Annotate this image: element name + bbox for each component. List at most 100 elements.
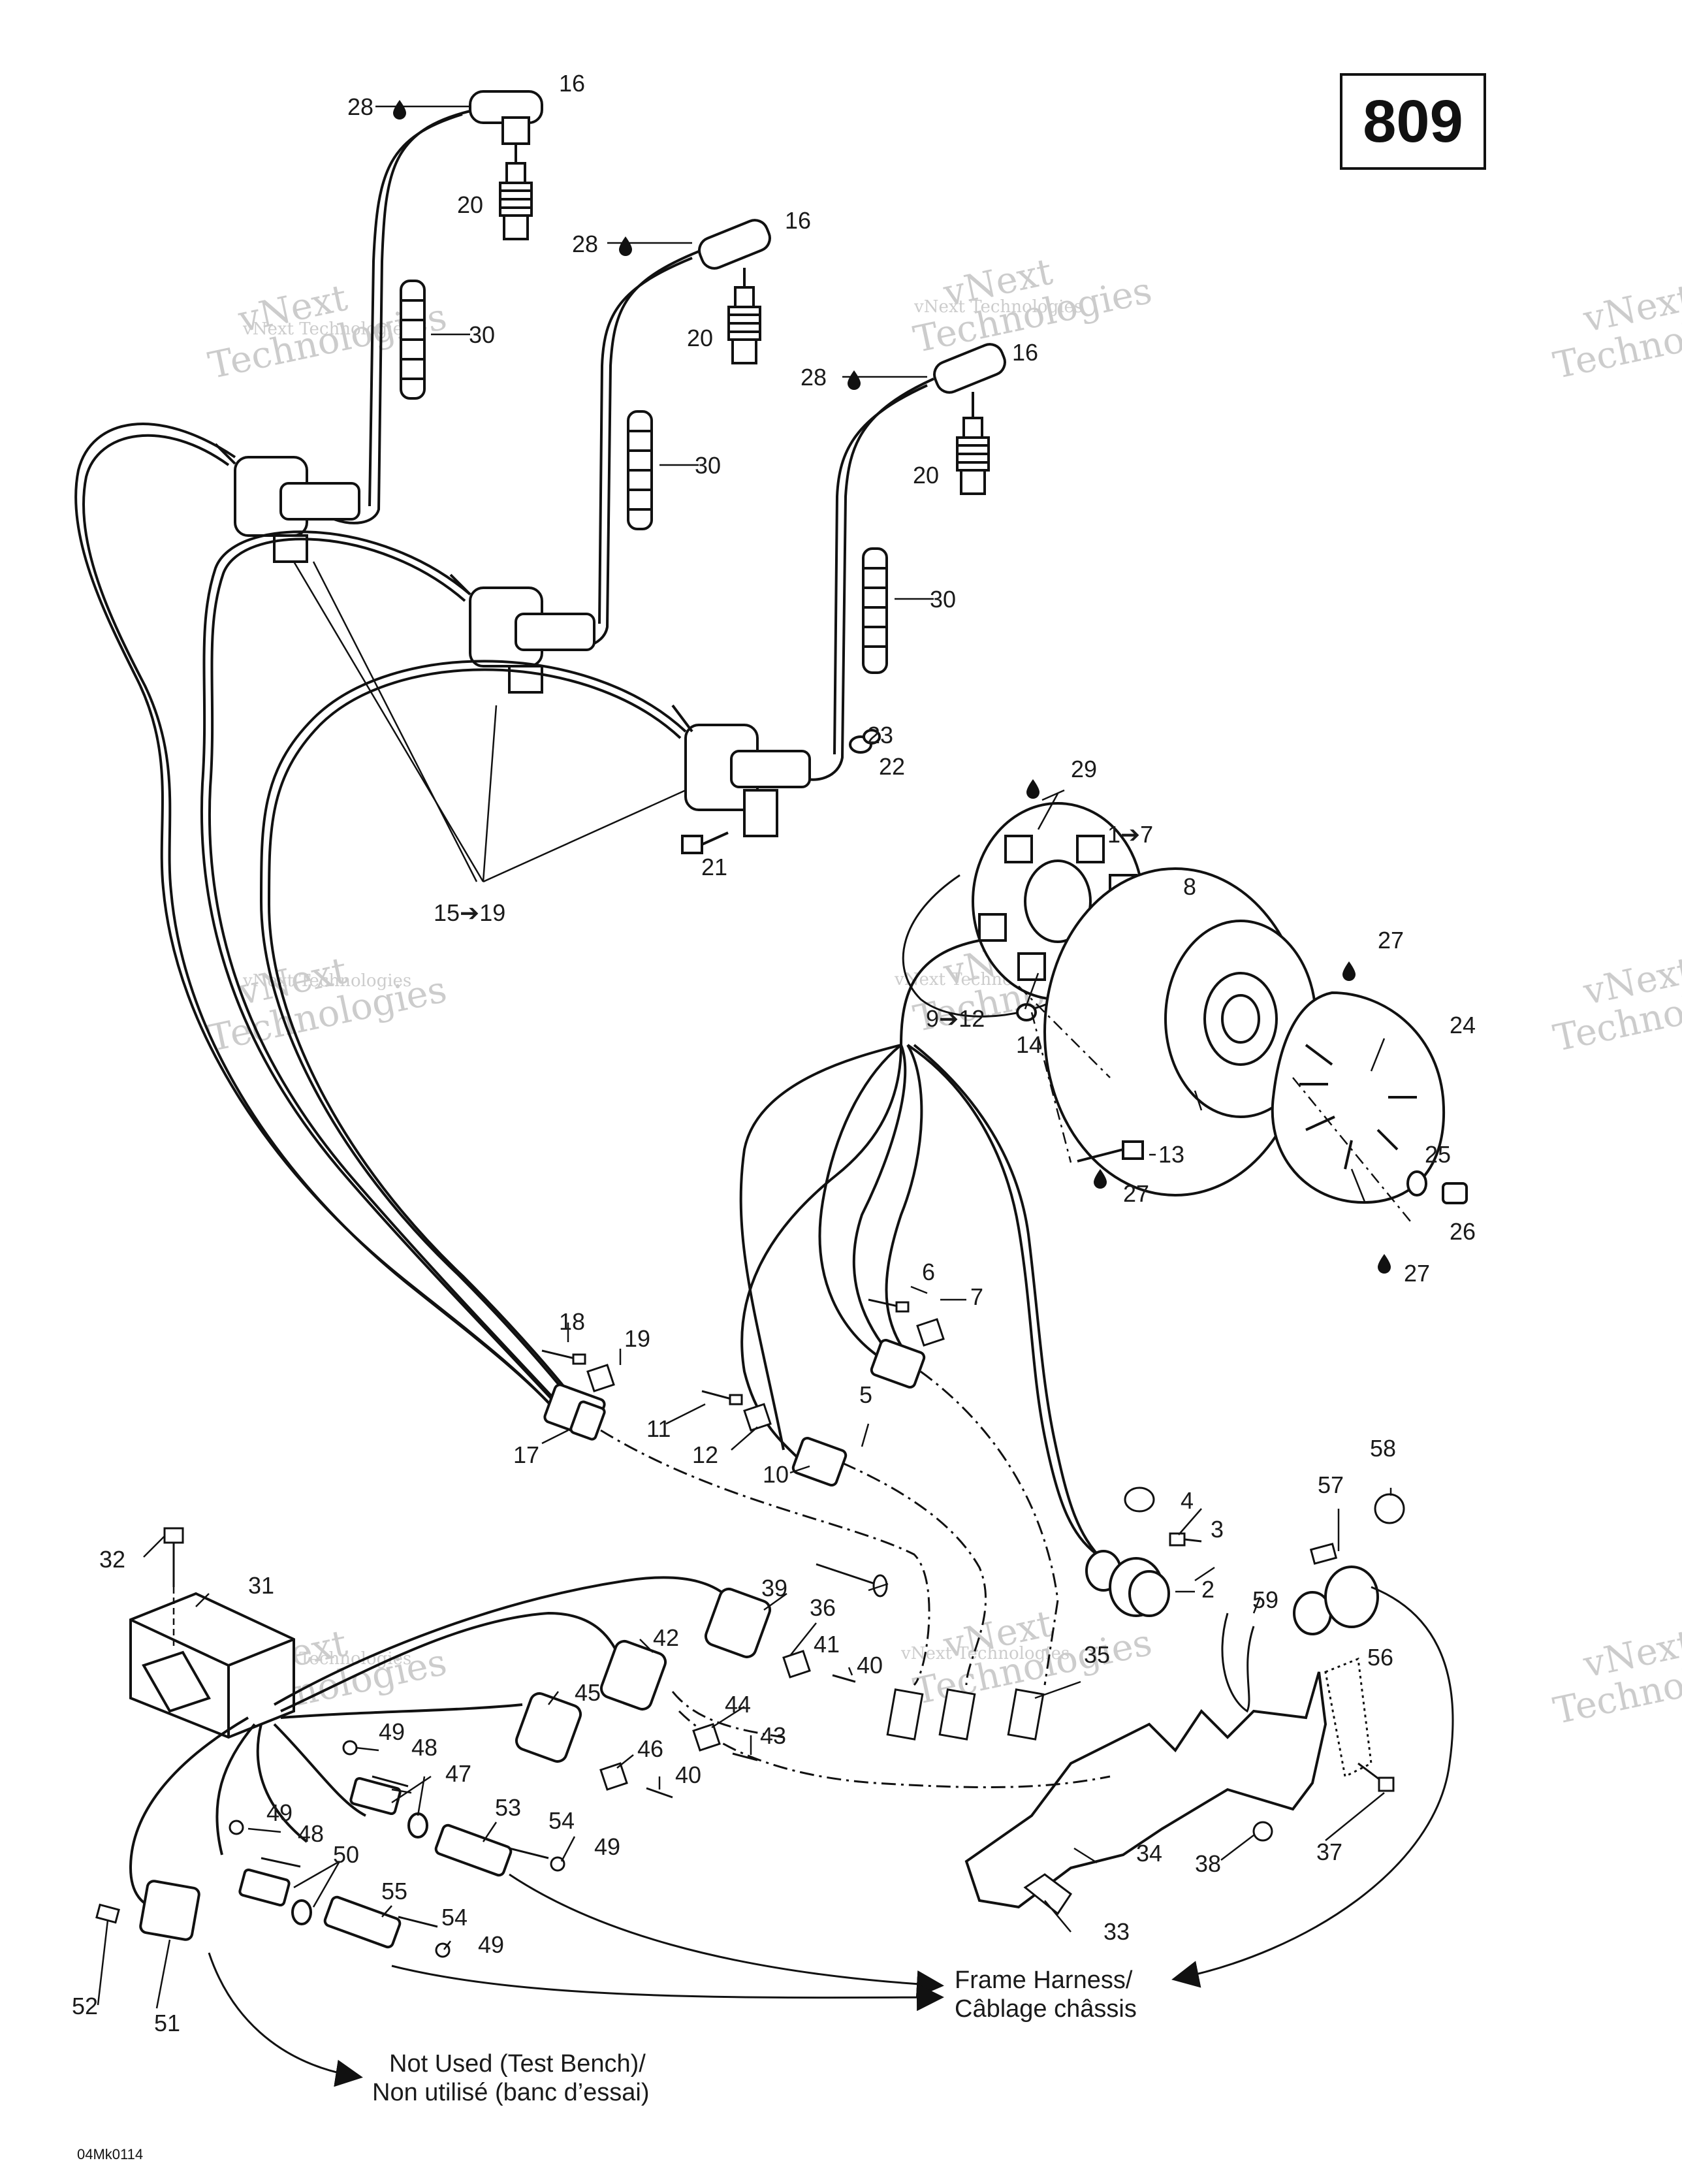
drop-icon: [619, 236, 632, 256]
not-used-note: Not Used (Test Bench)/: [389, 2050, 646, 2078]
terminal-43: [732, 1752, 758, 1761]
callout-49: 49: [478, 1931, 504, 1958]
lock-41: [782, 1650, 811, 1678]
callout-22: 22: [879, 753, 905, 780]
spark-plug-caps: [469, 90, 1006, 495]
terminal-57: [1309, 1543, 1338, 1565]
callout-8: 8: [1183, 873, 1196, 900]
callout-18: 18: [559, 1308, 585, 1335]
callout-49: 49: [266, 1799, 293, 1826]
connector-55: [323, 1895, 402, 1949]
page-number-box: 809: [1340, 73, 1486, 170]
connector-2: [1085, 1550, 1170, 1617]
callout-9-12: 9➔12: [926, 1005, 985, 1032]
terminal-6: [868, 1298, 910, 1313]
callout-20: 20: [457, 191, 483, 218]
callout-53: 53: [495, 1794, 521, 1821]
callout-3: 3: [1211, 1516, 1224, 1543]
callout-55: 55: [381, 1878, 407, 1904]
watermark-text: vNext Technologies: [913, 297, 1083, 317]
connector-45: [515, 1692, 582, 1763]
callout-5: 5: [859, 1381, 872, 1408]
screw-37: [1357, 1762, 1395, 1792]
stator-housing-outline: [902, 874, 1058, 1018]
callout-12: 12: [692, 1441, 718, 1468]
callout-30: 30: [930, 586, 956, 613]
connector-53: [434, 1823, 513, 1877]
centerlines-magneto: [1018, 986, 1411, 1222]
terminals-48-54: [261, 1775, 549, 1928]
callout-25: 25: [1425, 1141, 1451, 1168]
callout-2: 2: [1201, 1576, 1214, 1603]
callout-16: 16: [785, 207, 811, 234]
drop-icon: [1094, 1169, 1107, 1189]
callout-44: 44: [725, 1691, 751, 1718]
callout-11: 11: [646, 1415, 671, 1442]
callout-50: 50: [333, 1841, 359, 1868]
sleeve-2: [627, 410, 653, 530]
watermark-text: vNext Technologies: [242, 971, 411, 991]
watermark-group: vNext Technologies vNext Technologies vN…: [205, 251, 1682, 1733]
spark-plug-cap-3: [933, 343, 1006, 418]
sleeve-1: [400, 280, 426, 400]
watermark-text: vNext Technologies: [900, 1644, 1070, 1663]
connector-50: [238, 1868, 312, 1925]
ignition-coil-2: [449, 573, 595, 694]
harness-notes: Frame Harness/ Câblage châssis Not Used …: [372, 1967, 1137, 2106]
lock-19: [586, 1364, 615, 1392]
terminal-40-b: [646, 1787, 673, 1799]
connector-5: [870, 1338, 926, 1389]
callout-27: 27: [1123, 1180, 1149, 1207]
washer-38: [1252, 1821, 1273, 1842]
stator-harness-wires: [739, 939, 1105, 1562]
lock-46: [599, 1762, 628, 1791]
ignition-coil-3: [671, 704, 811, 837]
callout-27: 27: [1378, 927, 1404, 954]
lock-12: [743, 1403, 772, 1432]
rivet-36: [816, 1563, 888, 1598]
terminal-3: [1169, 1532, 1202, 1547]
connector-51: [139, 1880, 200, 1941]
callout-28: 28: [347, 93, 373, 120]
callout-13: 13: [1158, 1141, 1184, 1168]
spark-plug-3: [956, 417, 990, 495]
callout-40: 40: [857, 1652, 883, 1678]
seal-4: [1124, 1486, 1155, 1513]
bracket-dotted-outline: [1324, 1657, 1373, 1778]
callout-49: 49: [594, 1833, 620, 1860]
callout-59: 59: [1252, 1586, 1278, 1613]
screw-32: [163, 1527, 184, 1587]
callout-17: 17: [513, 1441, 539, 1468]
callout-43: 43: [760, 1722, 786, 1749]
frame-harness-arrows: [208, 1586, 1454, 2087]
not-used-note: Non utilisé (banc d’essai): [372, 2079, 650, 2106]
lubricant-drop-icons: [393, 100, 1391, 1274]
flywheel-screw-13: [1077, 1140, 1144, 1163]
terminal-11: [701, 1390, 743, 1405]
drop-icon: [1026, 779, 1039, 799]
callout-16: 16: [559, 70, 585, 97]
callout-7: 7: [970, 1283, 983, 1310]
sleeve-3: [862, 547, 888, 674]
callout-29: 29: [1071, 756, 1097, 782]
callout-10: 10: [763, 1461, 789, 1488]
callout-30: 30: [469, 321, 495, 348]
callout-51: 51: [154, 2010, 180, 2036]
spark-plug-cap-1: [469, 90, 543, 163]
lock-7: [916, 1318, 945, 1347]
drawing-code: 04Mk0114: [77, 2146, 143, 2162]
ignition-coil-1: [214, 443, 360, 563]
drop-icon: [848, 370, 861, 390]
callout-41: 41: [814, 1631, 840, 1658]
callout-36: 36: [810, 1594, 836, 1621]
spark-plug-1: [499, 162, 533, 240]
terminal-18: [541, 1349, 586, 1365]
callout-24: 24: [1450, 1012, 1476, 1038]
protective-sleeves: [400, 280, 888, 674]
callout-46: 46: [637, 1735, 663, 1762]
cable-tie-59: [1221, 1613, 1255, 1713]
callout-4: 4: [1181, 1487, 1194, 1514]
drive-pulley-24: [1271, 991, 1446, 1204]
clips-35: [886, 1688, 1045, 1741]
cdi-module-31: [129, 1592, 295, 1739]
